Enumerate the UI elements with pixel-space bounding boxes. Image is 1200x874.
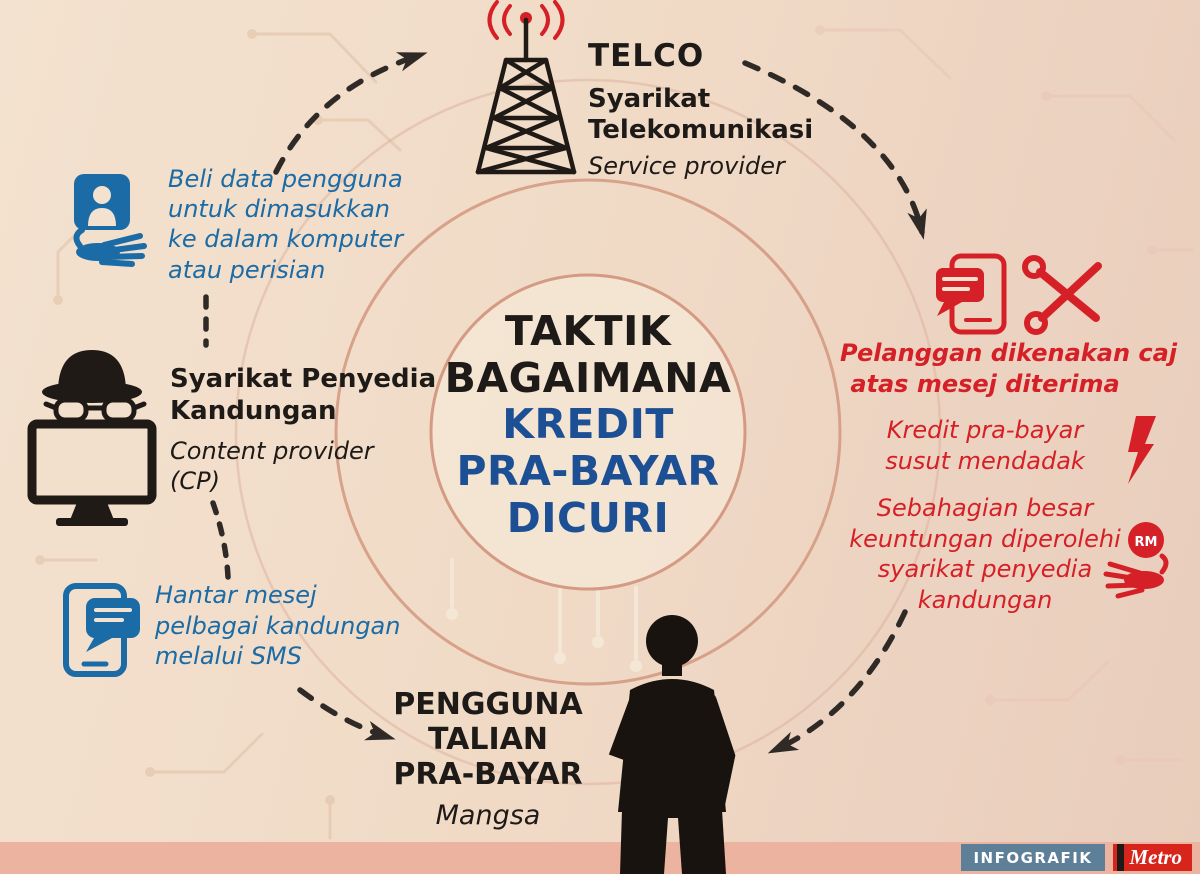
telco-name: TELCO: [588, 38, 705, 74]
text-line: untuk dimasukkan: [168, 195, 390, 224]
circuit-pattern: [35, 25, 1194, 840]
text-line: kandungan: [917, 586, 1053, 615]
arrow-sms-to-victim: [297, 687, 396, 741]
text-line: susut mendadak: [885, 447, 1085, 476]
rm-label: RM: [1135, 535, 1158, 550]
infografik-badge: INFOGRAFIK: [961, 844, 1105, 871]
text-line: Pelanggan dikenakan caj: [840, 339, 1178, 367]
text-line: PRA-BAYAR: [393, 756, 583, 792]
user-data-icon: [73, 174, 147, 267]
metro-logo-strip: [1116, 844, 1124, 871]
text-line: (CP): [170, 466, 220, 495]
text-line: Beli data pengguna: [168, 165, 403, 193]
buy-data-note: Beli data pengguna untuk dimasukkan ke d…: [168, 164, 403, 285]
text-line: Hantar mesej: [155, 581, 317, 609]
title-line: PRA-BAYAR: [456, 447, 720, 496]
text-line: TALIAN: [428, 721, 548, 757]
metro-logo: Metro: [1112, 844, 1192, 871]
text-line: pelbagai kandungan: [155, 611, 401, 640]
center-title: TAKTIK BAGAIMANA KREDIT PRA-BAYAR DICURI: [428, 308, 748, 542]
victim-man-silhouette: [608, 615, 736, 874]
title-line: KREDIT: [502, 400, 674, 449]
text-line: Kredit pra-bayar: [886, 416, 1084, 445]
sms-note: Hantar mesej pelbagai kandungan melalui …: [155, 580, 400, 672]
arrow-telco-to-customer: [742, 60, 927, 240]
footer-badges: INFOGRAFIK Metro: [961, 844, 1192, 871]
arrow-cp-to-telco: [273, 52, 428, 175]
text-line: melalui SMS: [155, 642, 302, 671]
text-line: syarikat penyedia: [877, 555, 1093, 584]
telco-label: TELCO Syarikat Telekomunikasi Service pr…: [588, 38, 813, 180]
text-line: atau perisian: [168, 255, 326, 284]
sms-phone-icon: [63, 583, 140, 677]
text-line: Syarikat: [588, 84, 711, 114]
arrow-customer-to-victim: [767, 609, 908, 754]
text-line: PENGGUNA: [393, 687, 583, 722]
text-line: Sebahagian besar: [876, 493, 1094, 522]
metro-logo-text: Metro: [1129, 845, 1183, 869]
victim-subtitle: Mangsa: [435, 800, 541, 832]
hacker-icon: [27, 350, 157, 526]
text-line: ke dalam komputer: [168, 225, 404, 254]
telco-subtitle: Service provider: [588, 152, 785, 181]
text-line: Content provider: [170, 437, 374, 466]
concentric-rings: [234, 78, 942, 786]
charges-notes: Pelanggan dikenakan caj atas mesej diter…: [840, 338, 1178, 616]
victim-label: PENGGUNA TALIAN PRA-BAYAR Mangsa: [368, 687, 608, 832]
connector-cp-to-sms: [210, 500, 231, 580]
telco-tower-icon: [475, 0, 577, 175]
text-line: Telekomunikasi: [588, 115, 814, 146]
text-line: keuntungan diperolehi: [849, 524, 1121, 553]
charged-message-icon: [936, 253, 1007, 335]
scissors-icon: [1022, 255, 1102, 335]
text-line: Syarikat Penyedia: [170, 364, 437, 394]
content-provider-label: Syarikat Penyedia Kandungan Content prov…: [170, 364, 436, 496]
title-line: TAKTIK: [504, 307, 672, 355]
rm-money-hand-icon: RM: [1103, 522, 1169, 599]
title-line: BAGAIMANA: [444, 353, 732, 402]
text-line: Kandungan: [170, 395, 337, 426]
title-line: DICURI: [506, 493, 670, 542]
text-line: atas mesej diterima: [850, 369, 1120, 398]
lightning-bolt-icon: [1128, 416, 1156, 484]
